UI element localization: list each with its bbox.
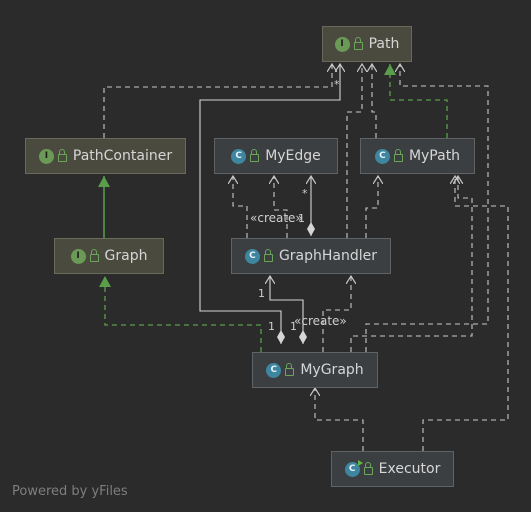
edge-executor-mygraph-a bbox=[315, 388, 364, 451]
node-label: PathContainer bbox=[72, 148, 173, 164]
edge-mygraph-path-right bbox=[365, 64, 489, 352]
edge-mygraph-implements-graph bbox=[99, 276, 262, 352]
create-label: «create» bbox=[294, 314, 347, 328]
node-mypath[interactable]: C MyPath bbox=[360, 138, 475, 174]
multiplicity-label: * bbox=[302, 187, 308, 200]
class-icon: C bbox=[244, 248, 260, 264]
edge-mygraph-aggregates-graphhandler bbox=[270, 276, 303, 344]
edge-graphhandler-create-myedge-b bbox=[274, 176, 288, 238]
lock-icon bbox=[393, 149, 403, 162]
edge-pathcontainer-path bbox=[103, 64, 332, 138]
multiplicity-label: 1 bbox=[258, 287, 265, 300]
node-mygraph[interactable]: C MyGraph bbox=[252, 352, 378, 388]
node-label: Path bbox=[368, 36, 400, 52]
lock-icon bbox=[363, 462, 373, 475]
node-path[interactable]: I Path bbox=[322, 26, 412, 62]
node-label: GraphHandler bbox=[278, 248, 378, 264]
edge-graphhandler-create-myedge-a bbox=[233, 176, 248, 238]
class-icon: C bbox=[374, 148, 390, 164]
multiplicity-label: * bbox=[334, 78, 340, 91]
node-label: MyPath bbox=[408, 148, 461, 164]
edge-executor-mypath bbox=[422, 176, 509, 451]
create-label: «create» bbox=[250, 211, 303, 225]
node-graphhandler[interactable]: C GraphHandler bbox=[231, 238, 391, 274]
runnable-class-icon: C bbox=[344, 459, 363, 477]
lock-icon bbox=[89, 249, 99, 262]
class-icon: C bbox=[266, 362, 282, 378]
edge-mygraph-create-graphhandler bbox=[322, 276, 351, 352]
edge-graphhandler-path bbox=[346, 64, 362, 238]
multiplicity-label: 1 bbox=[290, 320, 297, 333]
class-icon: C bbox=[231, 148, 247, 164]
node-pathcontainer[interactable]: I PathContainer bbox=[25, 138, 186, 174]
edge-mypath-implements-path bbox=[384, 64, 448, 138]
lock-icon bbox=[285, 363, 295, 376]
interface-icon: I bbox=[70, 248, 86, 264]
node-label: MyGraph bbox=[300, 362, 364, 378]
edge-graphhandler-mypath bbox=[365, 176, 378, 238]
node-label: Graph bbox=[104, 248, 148, 264]
interface-icon: I bbox=[334, 36, 350, 52]
interface-icon: I bbox=[38, 148, 54, 164]
multiplicity-label: 1 bbox=[298, 212, 305, 225]
footer-watermark: Powered by yFiles bbox=[12, 484, 128, 499]
edge-mygraph-mypath bbox=[350, 176, 473, 352]
lock-icon bbox=[57, 149, 67, 162]
lock-icon bbox=[263, 249, 273, 262]
node-myedge[interactable]: C MyEdge bbox=[214, 138, 338, 174]
node-graph[interactable]: I Graph bbox=[54, 238, 164, 274]
lock-icon bbox=[250, 149, 260, 162]
node-executor[interactable]: C Executor bbox=[331, 451, 454, 487]
edge-mygraph-aggregates-path bbox=[199, 64, 340, 344]
lock-icon bbox=[353, 37, 363, 50]
multiplicity-label: 1 bbox=[268, 320, 275, 333]
edge-mypath-path bbox=[372, 64, 376, 138]
node-label: MyEdge bbox=[265, 148, 321, 164]
node-label: Executor bbox=[378, 461, 441, 477]
